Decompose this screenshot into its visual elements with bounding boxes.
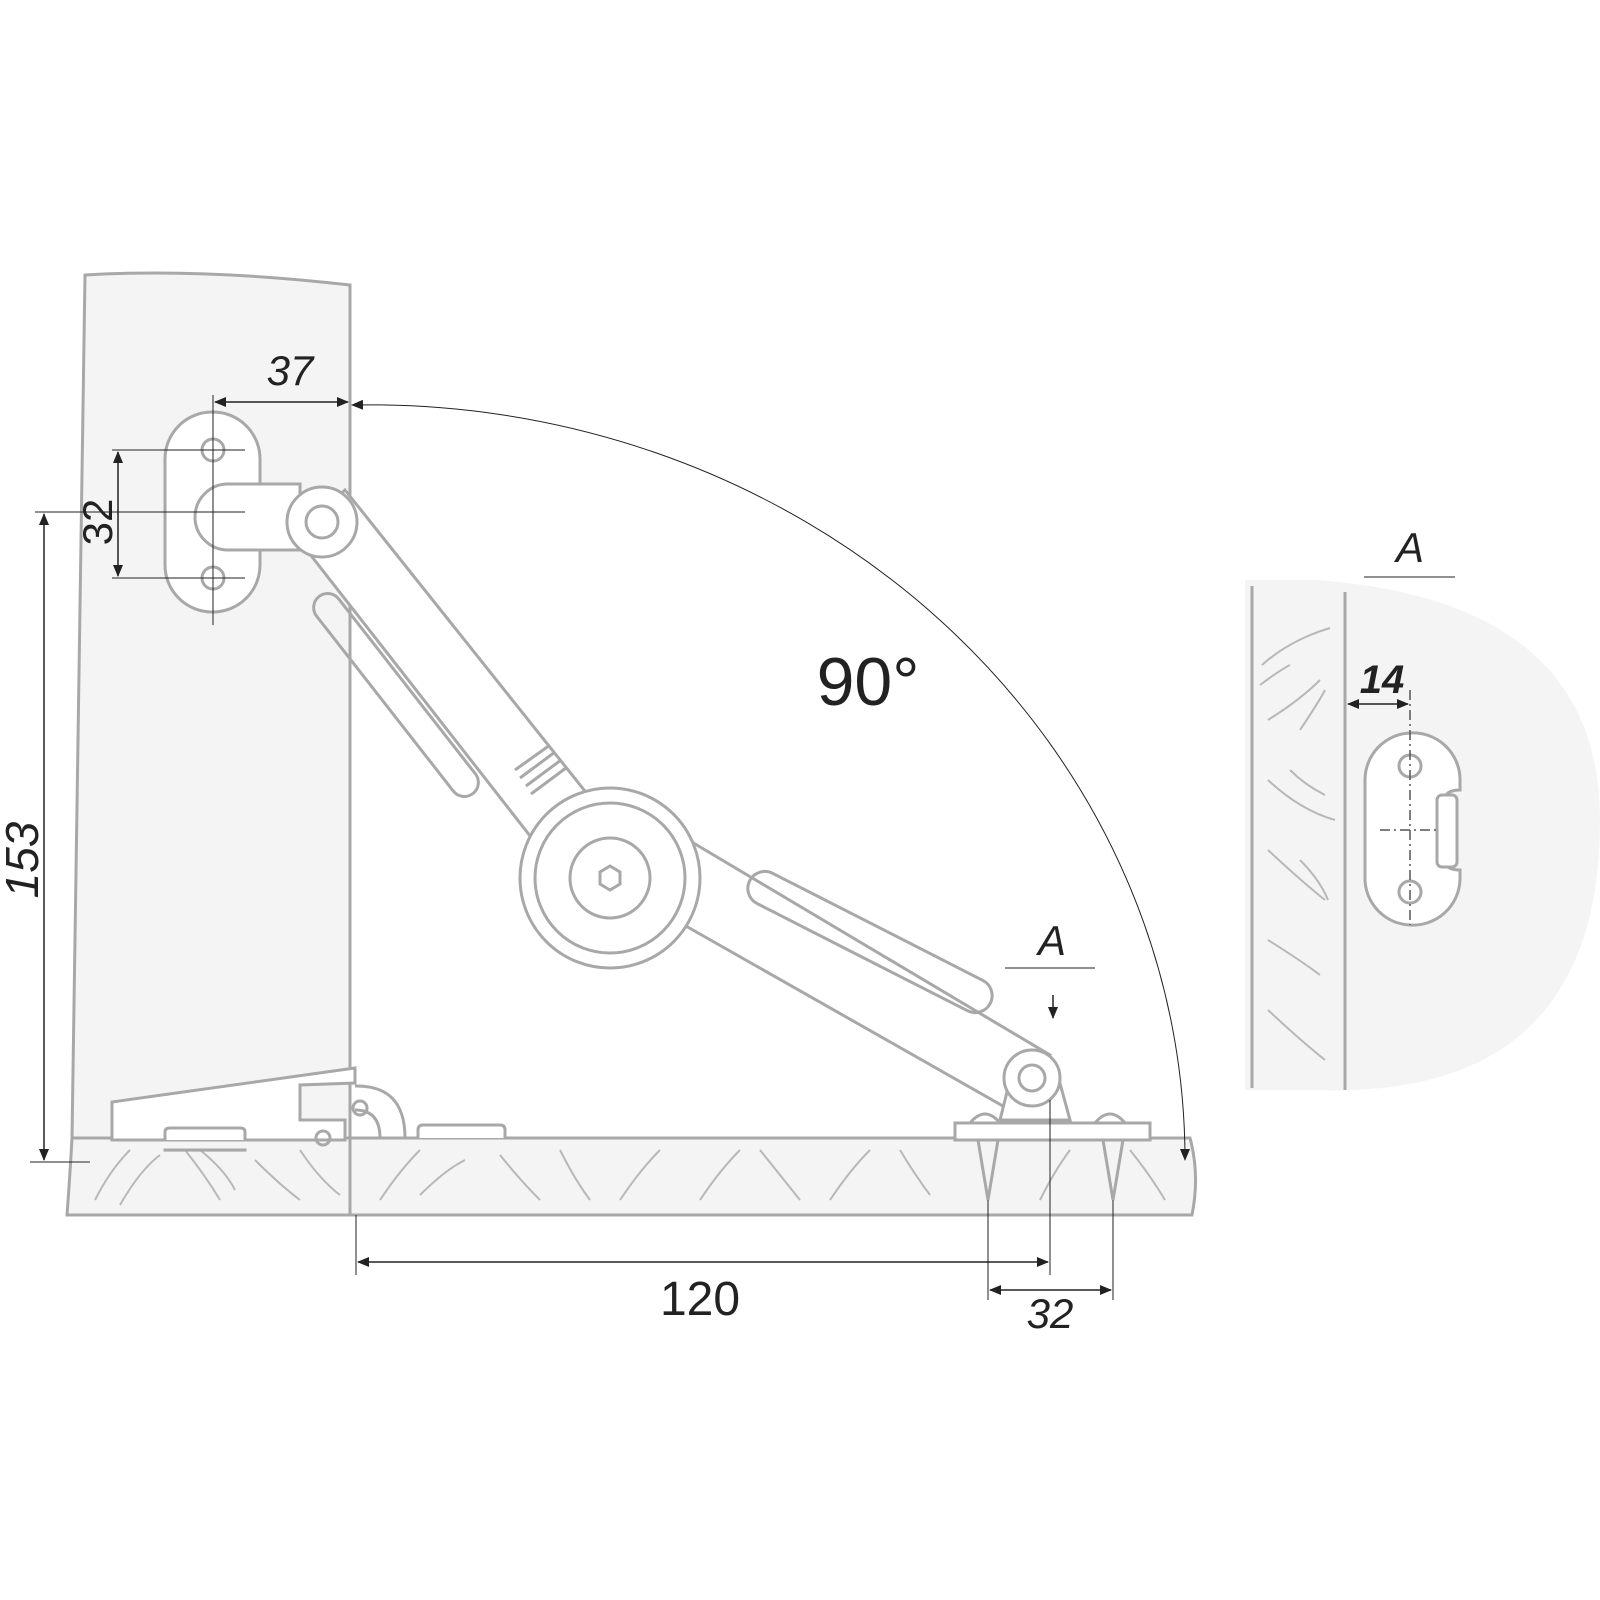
- screw-icon: [304, 504, 340, 540]
- dim-mount-hole-spacing: 32: [74, 499, 121, 546]
- dim-hinge-offset: 37: [267, 347, 315, 394]
- dimension-lines: [30, 395, 1190, 1300]
- detail-view-title: A: [1393, 524, 1424, 571]
- view-marker-a: A: [1035, 917, 1066, 964]
- dim-base-distance: 120: [660, 1273, 740, 1326]
- screw-icon: [1397, 879, 1423, 905]
- opening-angle-label: 90°: [817, 644, 920, 720]
- detail-view-a: [1250, 576, 1462, 1090]
- dim-edge-offset: 14: [1360, 658, 1405, 702]
- dim-height: 153: [0, 821, 48, 898]
- dim-base-hole-spacing: 32: [1027, 1290, 1074, 1337]
- lid-stay-mechanism: [285, 485, 1152, 1201]
